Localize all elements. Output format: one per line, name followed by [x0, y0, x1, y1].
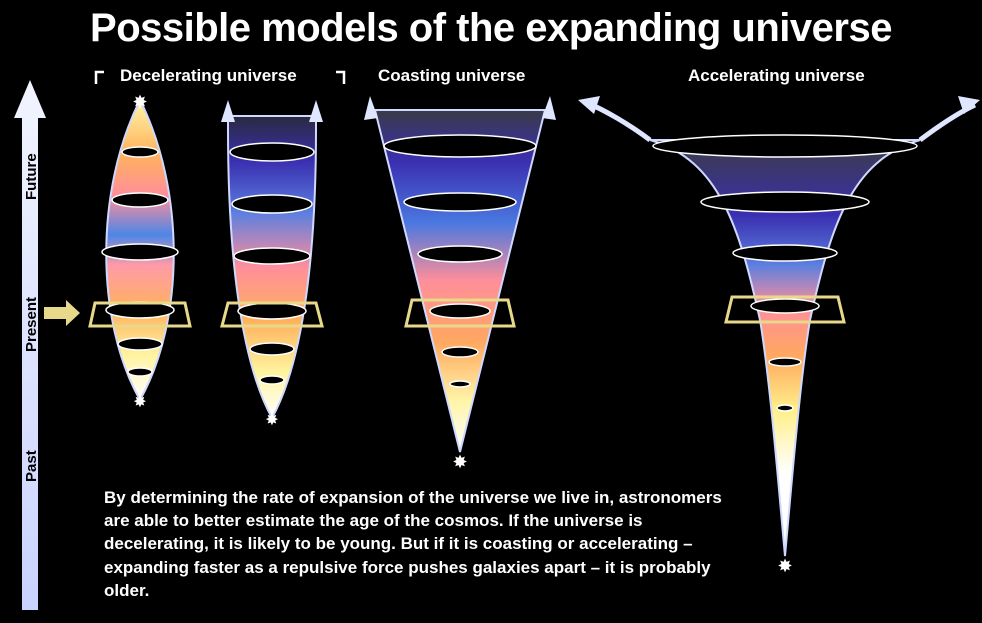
big-bang-star-icon: ✸ [777, 556, 792, 576]
coasting-model: ✸ [364, 96, 556, 472]
accelerating-model: ✸ [578, 96, 980, 576]
present-pointer-arrow [44, 300, 80, 326]
accelerating-universe-label: Accelerating universe [688, 66, 865, 85]
time-axis: Future Present Past [14, 80, 80, 610]
present-marker-frame [88, 301, 192, 328]
big-bang-star-icon: ✸ [265, 412, 278, 429]
big-crunch-star-icon: ✸ [133, 394, 146, 411]
decelerating-universe-label: Decelerating universe [120, 66, 297, 85]
time-axis-arrow [14, 80, 46, 610]
present-marker-frame [724, 295, 846, 324]
decelerating-bracket [94, 70, 346, 84]
galaxy-rings [101, 146, 179, 377]
coasting-universe-label: Coasting universe [378, 66, 526, 85]
decelerating-model-closed: ✸ ✸ [88, 92, 192, 411]
galaxy-rings [229, 142, 315, 385]
big-bang-star-icon: ✸ [132, 92, 147, 112]
explanatory-caption: By determining the rate of expansion of … [104, 488, 722, 600]
present-marker-frame [220, 301, 324, 328]
decelerating-model-open: ✸ [220, 100, 324, 429]
big-bang-star-icon: ✸ [452, 452, 467, 472]
future-label: Future [23, 153, 40, 200]
present-label: Present [23, 297, 40, 352]
past-label: Past [23, 450, 40, 482]
present-marker-frame [404, 298, 516, 328]
diagram-title: Possible models of the expanding univers… [90, 6, 892, 50]
galaxy-rings [383, 134, 537, 388]
galaxy-rings [652, 134, 918, 412]
